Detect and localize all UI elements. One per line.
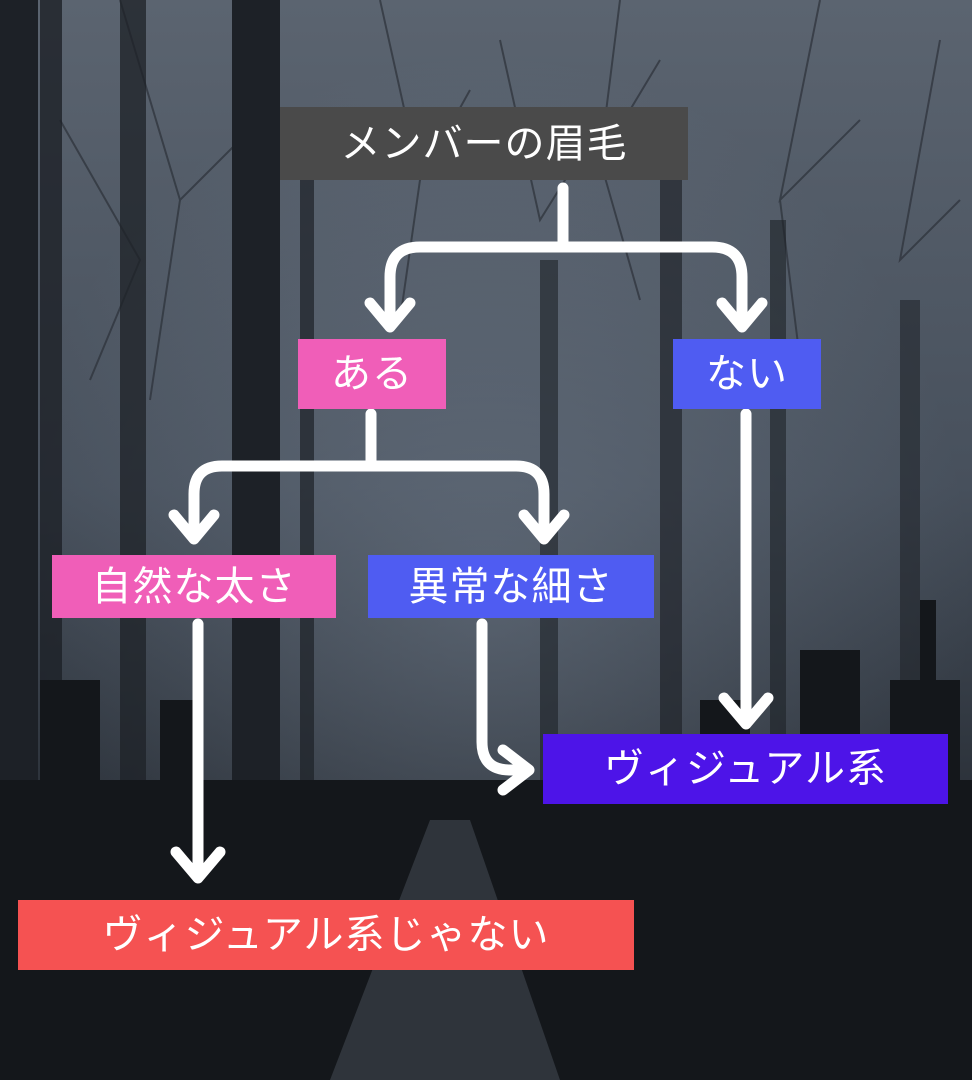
node-not-visual-kei: ヴィジュアル系じゃない xyxy=(18,900,634,970)
arrow-abnormal-to-visual xyxy=(476,618,531,776)
arrowhead-natural xyxy=(168,509,220,545)
arrowhead-aru xyxy=(364,297,416,333)
arrowhead-nai xyxy=(716,297,768,333)
arrowhead-visual-left xyxy=(497,744,535,796)
node-natural-thickness: 自然な太さ xyxy=(52,555,336,618)
node-abnormally-thin: 異常な細さ xyxy=(368,555,654,618)
node-no-none: ない xyxy=(673,339,821,409)
arrowhead-notvisual xyxy=(170,846,226,884)
arrow-root-to-aru xyxy=(384,182,569,328)
node-visual-kei: ヴィジュアル系 xyxy=(543,734,948,804)
node-yes-has: ある xyxy=(298,339,446,409)
arrow-root-to-nai xyxy=(557,241,748,328)
arrow-aru-to-natural xyxy=(188,408,377,541)
arrow-aru-to-abnormal xyxy=(365,460,550,541)
arrowhead-abnormal xyxy=(518,509,570,545)
arrowhead-visual-top xyxy=(718,692,774,730)
node-member-eyebrows: メンバーの眉毛 xyxy=(280,107,688,180)
